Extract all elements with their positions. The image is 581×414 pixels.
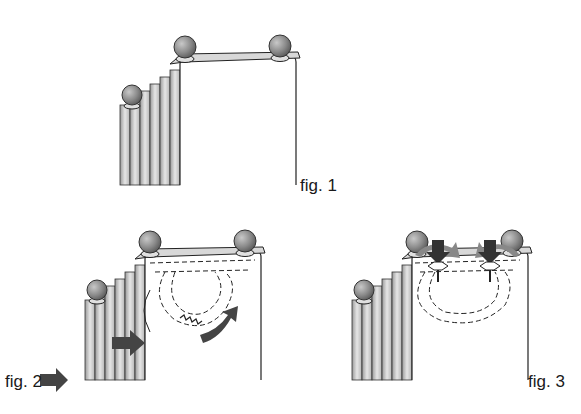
figure-label: fig. 2 [5, 372, 42, 392]
figure-label: fig. 3 [528, 372, 565, 392]
figure-label: fig. 1 [300, 176, 337, 196]
